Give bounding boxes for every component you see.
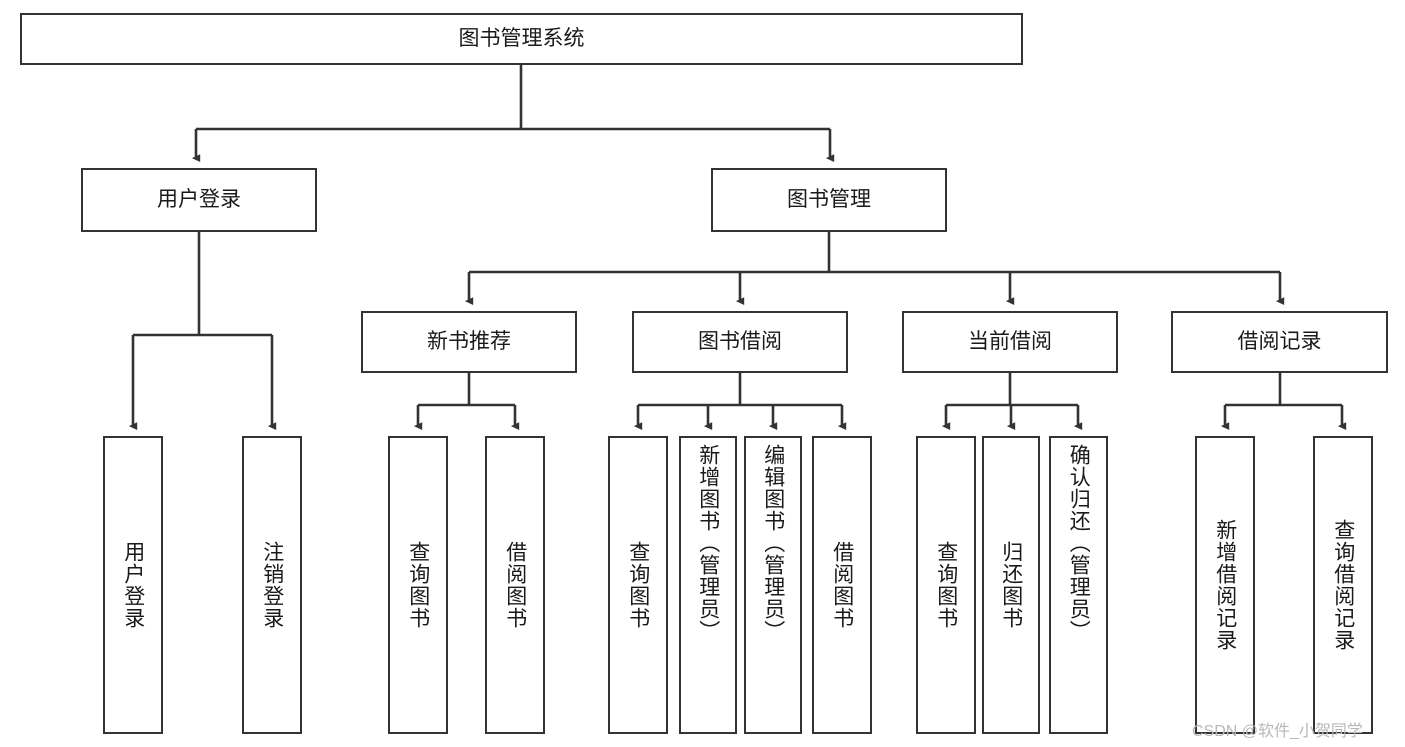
node-leaf-borrow-book-recommend[interactable]: 借阅图书 [485, 436, 545, 734]
node-label: 确认归还（管理员） [1067, 444, 1091, 642]
node-label: 图书管理系统 [458, 27, 585, 51]
node-label: 新增图书（管理员） [696, 444, 720, 642]
node-leaf-confirm-return-admin[interactable]: 确认归还（管理员） [1049, 436, 1108, 734]
node-label: 借阅记录 [1237, 330, 1322, 354]
node-label: 新书推荐 [427, 330, 511, 354]
edge-borrow-record-to-leaves [1220, 373, 1347, 431]
node-root-book-management-system[interactable]: 图书管理系统 [20, 13, 1023, 65]
node-label: 借阅图书 [830, 541, 854, 629]
node-label: 注销登录 [260, 541, 284, 629]
node-leaf-user-login[interactable]: 用户登录 [103, 436, 163, 734]
node-current-borrow[interactable]: 当前借阅 [902, 311, 1118, 373]
node-leaf-add-borrow-record[interactable]: 新增借阅记录 [1195, 436, 1255, 734]
node-label: 查询借阅记录 [1331, 519, 1355, 651]
node-leaf-query-book-recommend[interactable]: 查询图书 [388, 436, 448, 734]
node-label: 图书借阅 [698, 330, 782, 354]
node-label: 借阅图书 [503, 541, 527, 629]
node-book-management[interactable]: 图书管理 [711, 168, 947, 232]
node-new-book-recommend[interactable]: 新书推荐 [361, 311, 577, 373]
edge-user-login-to-leaves [128, 232, 277, 431]
node-leaf-borrow-book[interactable]: 借阅图书 [812, 436, 872, 734]
edge-new-book-recommend-to-leaves [413, 373, 520, 431]
node-label: 编辑图书（管理员） [761, 444, 785, 642]
node-label: 查询图书 [626, 541, 650, 629]
edge-current-borrow-to-leaves [941, 373, 1083, 431]
node-label: 当前借阅 [968, 330, 1052, 354]
node-label: 图书管理 [787, 188, 871, 212]
node-leaf-query-book-borrow[interactable]: 查询图书 [608, 436, 668, 734]
node-label: 用户登录 [157, 188, 241, 212]
edge-root-to-level2 [191, 65, 835, 163]
node-user-login[interactable]: 用户登录 [81, 168, 317, 232]
edge-book-management-to-level3 [464, 232, 1285, 306]
edge-book-borrow-to-leaves [633, 373, 847, 431]
node-leaf-query-book-current[interactable]: 查询图书 [916, 436, 976, 734]
node-leaf-logout-login[interactable]: 注销登录 [242, 436, 302, 734]
node-book-borrow[interactable]: 图书借阅 [632, 311, 848, 373]
node-leaf-return-book[interactable]: 归还图书 [982, 436, 1040, 734]
node-label: 新增借阅记录 [1213, 519, 1237, 651]
node-label: 查询图书 [406, 541, 430, 629]
node-borrow-record[interactable]: 借阅记录 [1171, 311, 1388, 373]
node-label: 用户登录 [121, 541, 145, 629]
node-label: 查询图书 [934, 541, 958, 629]
node-label: 归还图书 [999, 541, 1023, 629]
node-leaf-edit-book-admin[interactable]: 编辑图书（管理员） [744, 436, 802, 734]
node-leaf-query-borrow-record[interactable]: 查询借阅记录 [1313, 436, 1373, 734]
node-leaf-add-book-admin[interactable]: 新增图书（管理员） [679, 436, 737, 734]
